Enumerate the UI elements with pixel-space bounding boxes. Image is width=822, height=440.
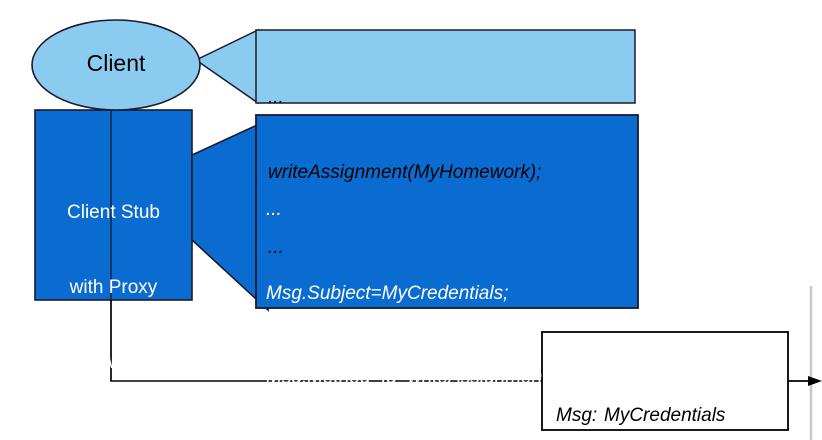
client-callout-tail [194, 28, 259, 105]
send-connector-line [110, 300, 542, 382]
client-stub-box [34, 109, 193, 301]
message-box [541, 331, 789, 431]
stub-code-callout-box [255, 114, 639, 309]
stub-callout-tail [191, 118, 269, 312]
client-ellipse [31, 19, 201, 111]
message-arrow-head-icon [808, 376, 822, 386]
client-code-callout-box [255, 29, 636, 104]
